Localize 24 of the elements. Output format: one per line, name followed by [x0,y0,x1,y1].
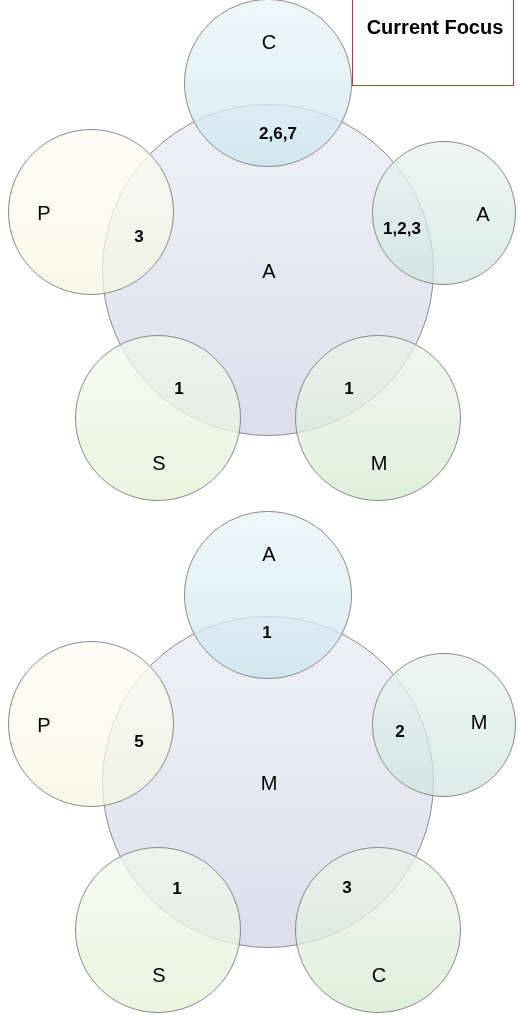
circle-label: A [262,544,276,564]
circle-label: S [152,453,166,473]
overlap-number: 2 [395,722,405,740]
note-box [352,0,514,86]
circle-label: P [37,715,51,735]
circle-label: A [262,261,276,281]
overlap-number: 3 [134,227,144,245]
circle-label: M [470,712,488,732]
overlap-number: 1 [344,379,354,397]
note-text: Current Focus [365,15,505,39]
circle-label: S [152,965,166,985]
circle-label: M [260,773,278,793]
circle-label: C [371,965,387,985]
overlap-number: 1,2,3 [383,219,421,237]
overlap-number: 1 [262,623,272,641]
overlap-number: 2,6,7 [259,124,297,142]
circle-label: P [37,203,51,223]
overlap-number: 3 [342,878,352,896]
circle-label: M [370,453,388,473]
overlap-number: 5 [134,732,144,750]
circle-label: C [261,32,277,52]
overlap-number: 1 [172,879,182,897]
overlap-number: 1 [174,379,184,397]
circle-label: A [476,204,490,224]
